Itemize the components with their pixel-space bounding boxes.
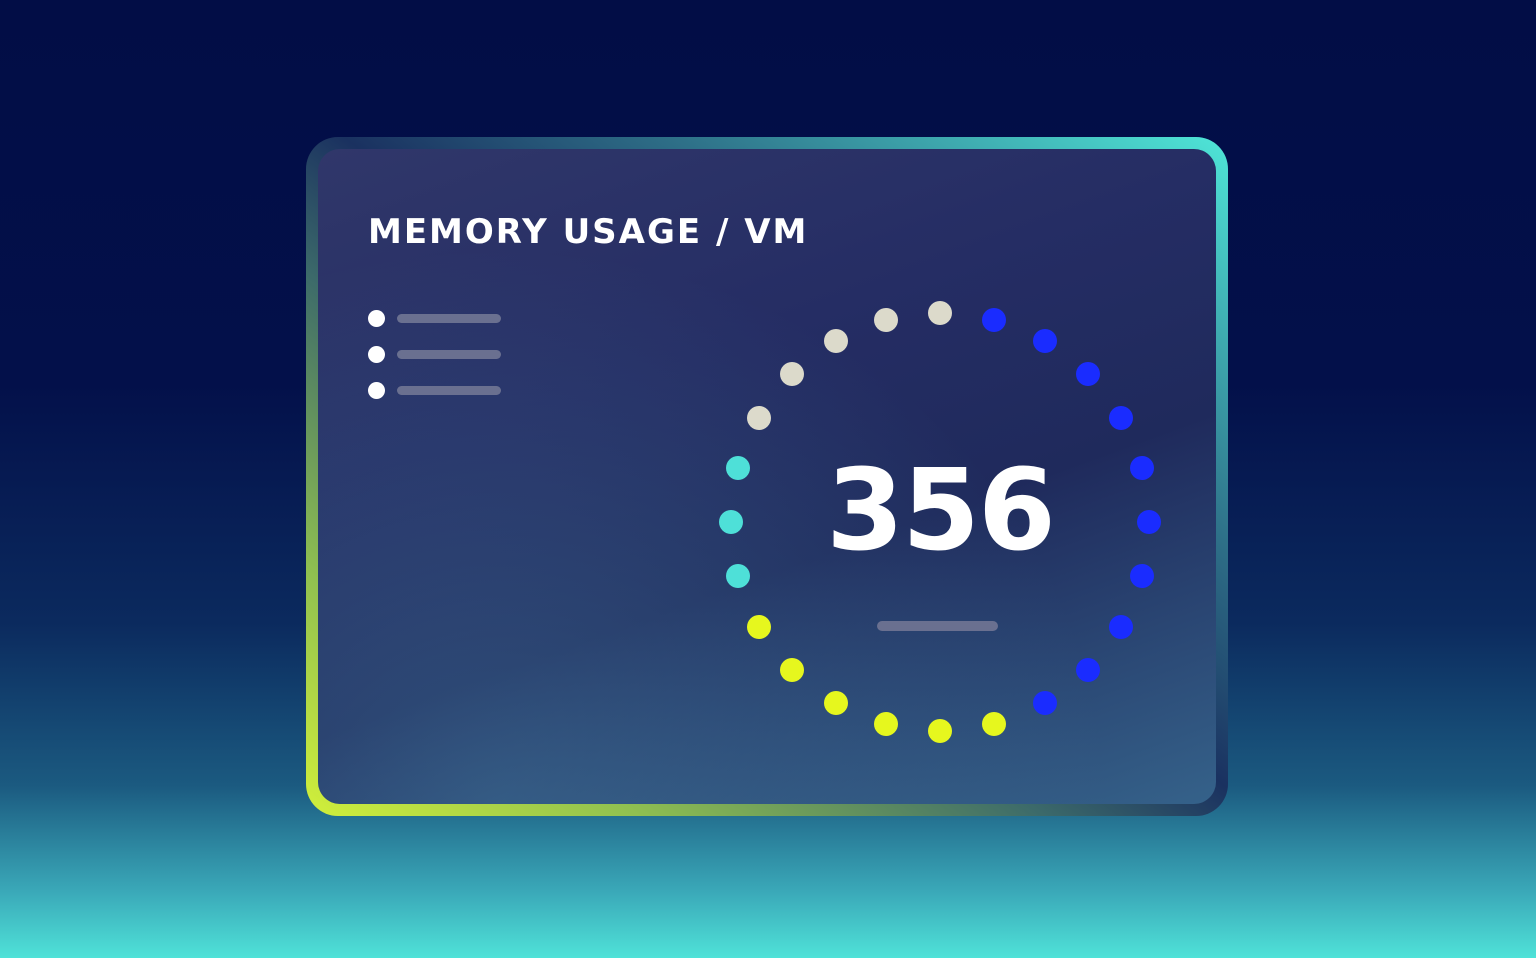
gauge-dot-yellow <box>873 711 898 736</box>
gauge-dot-yellow <box>780 657 805 682</box>
legend-placeholder-bar <box>397 313 501 323</box>
gauge-dot-cyan <box>726 564 751 589</box>
memory-usage-card: MEMORY USAGE / VM 356 <box>306 137 1228 816</box>
legend <box>368 300 501 408</box>
gauge-dot-blue <box>1075 362 1100 387</box>
gauge-dot-blue <box>1032 329 1057 353</box>
gauge-dot-cyan <box>726 455 751 480</box>
gauge-dot-gray <box>823 329 848 353</box>
gauge-dot-blue <box>982 308 1007 333</box>
legend-dot <box>368 309 385 327</box>
legend-dot <box>368 345 385 363</box>
gauge-dot-blue <box>1108 614 1133 639</box>
legend-item <box>368 336 501 372</box>
gauge-dot-blue <box>1108 405 1133 430</box>
gauge-dot-gray <box>873 308 898 333</box>
card-title: MEMORY USAGE / VM <box>368 212 809 252</box>
gauge-dot-gray <box>780 362 805 387</box>
gauge-label-placeholder-bar <box>877 621 998 631</box>
gauge-dot-gray <box>747 405 771 430</box>
gauge-dot-blue <box>1032 690 1057 715</box>
gauge-dot-cyan <box>719 510 743 534</box>
gauge-dot-blue <box>1129 564 1154 589</box>
gauge-dot-blue <box>1129 455 1154 480</box>
legend-placeholder-bar <box>397 385 501 395</box>
legend-item <box>368 300 501 336</box>
card-body: MEMORY USAGE / VM 356 <box>318 149 1216 804</box>
legend-dot <box>368 381 385 399</box>
legend-item <box>368 372 501 408</box>
gauge-dot-yellow <box>823 690 848 715</box>
legend-placeholder-bar <box>397 349 501 359</box>
gauge-dot-gray <box>928 301 952 325</box>
dot-gauge <box>318 149 1216 804</box>
gauge-dot-blue <box>1075 657 1100 682</box>
gauge-dot-blue <box>1137 510 1161 534</box>
gauge-dot-yellow <box>928 719 952 743</box>
gauge-dot-yellow <box>982 711 1007 736</box>
gauge-dot-yellow <box>747 614 771 639</box>
gauge-value-text: 356 <box>826 446 1056 576</box>
